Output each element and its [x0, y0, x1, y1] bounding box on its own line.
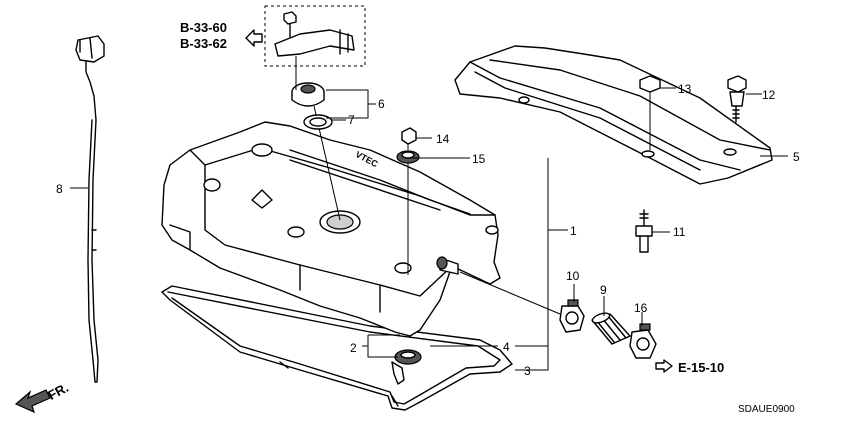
callout-12: 12	[762, 88, 776, 102]
clamp-10	[559, 299, 585, 333]
reference-b-33-60[interactable]: B-33-60	[180, 20, 227, 35]
callout-5: 5	[793, 150, 800, 164]
callout-2: 2	[350, 341, 357, 355]
callout-13: 13	[678, 82, 692, 96]
cylinder-head-cover: VTEC	[161, 121, 501, 337]
flange-bolt-13	[639, 75, 661, 150]
clamp-16	[629, 323, 657, 359]
harness-bracket-group	[264, 5, 366, 90]
callout-6: 6	[378, 97, 385, 111]
diagram-code: SDAUE0900	[738, 404, 795, 415]
callout-8: 8	[56, 182, 63, 196]
oil-filler-cap	[291, 82, 341, 221]
leader-lines	[70, 87, 788, 371]
callout-10: 10	[566, 269, 580, 283]
callout-16: 16	[634, 301, 648, 315]
washer-4	[391, 361, 405, 385]
callout-1: 1	[570, 224, 577, 238]
front-direction-arrow-icon	[14, 389, 51, 414]
ignition-coil-cover	[454, 45, 773, 185]
reference-arrow-icon	[655, 359, 673, 373]
reference-b-33-62[interactable]: B-33-62	[180, 36, 227, 51]
pcv-hose	[591, 312, 631, 345]
front-direction-label: FR.	[45, 380, 71, 403]
callout-9: 9	[600, 283, 607, 297]
filler-cap-gasket	[303, 114, 333, 130]
reference-arrow-icon	[245, 29, 263, 47]
callout-14: 14	[436, 132, 450, 146]
callout-7: 7	[348, 113, 355, 127]
seal-14	[396, 127, 420, 275]
callout-4: 4	[503, 340, 510, 354]
spark-plug-seal	[394, 349, 422, 365]
callout-15: 15	[472, 152, 486, 166]
oil-dipstick	[75, 35, 105, 383]
reference-e-15-10[interactable]: E-15-10	[678, 360, 724, 375]
callout-11: 11	[673, 225, 686, 239]
stud-bolt-11	[635, 209, 653, 253]
callout-3: 3	[524, 364, 531, 378]
stud-bolt-12	[727, 75, 747, 123]
